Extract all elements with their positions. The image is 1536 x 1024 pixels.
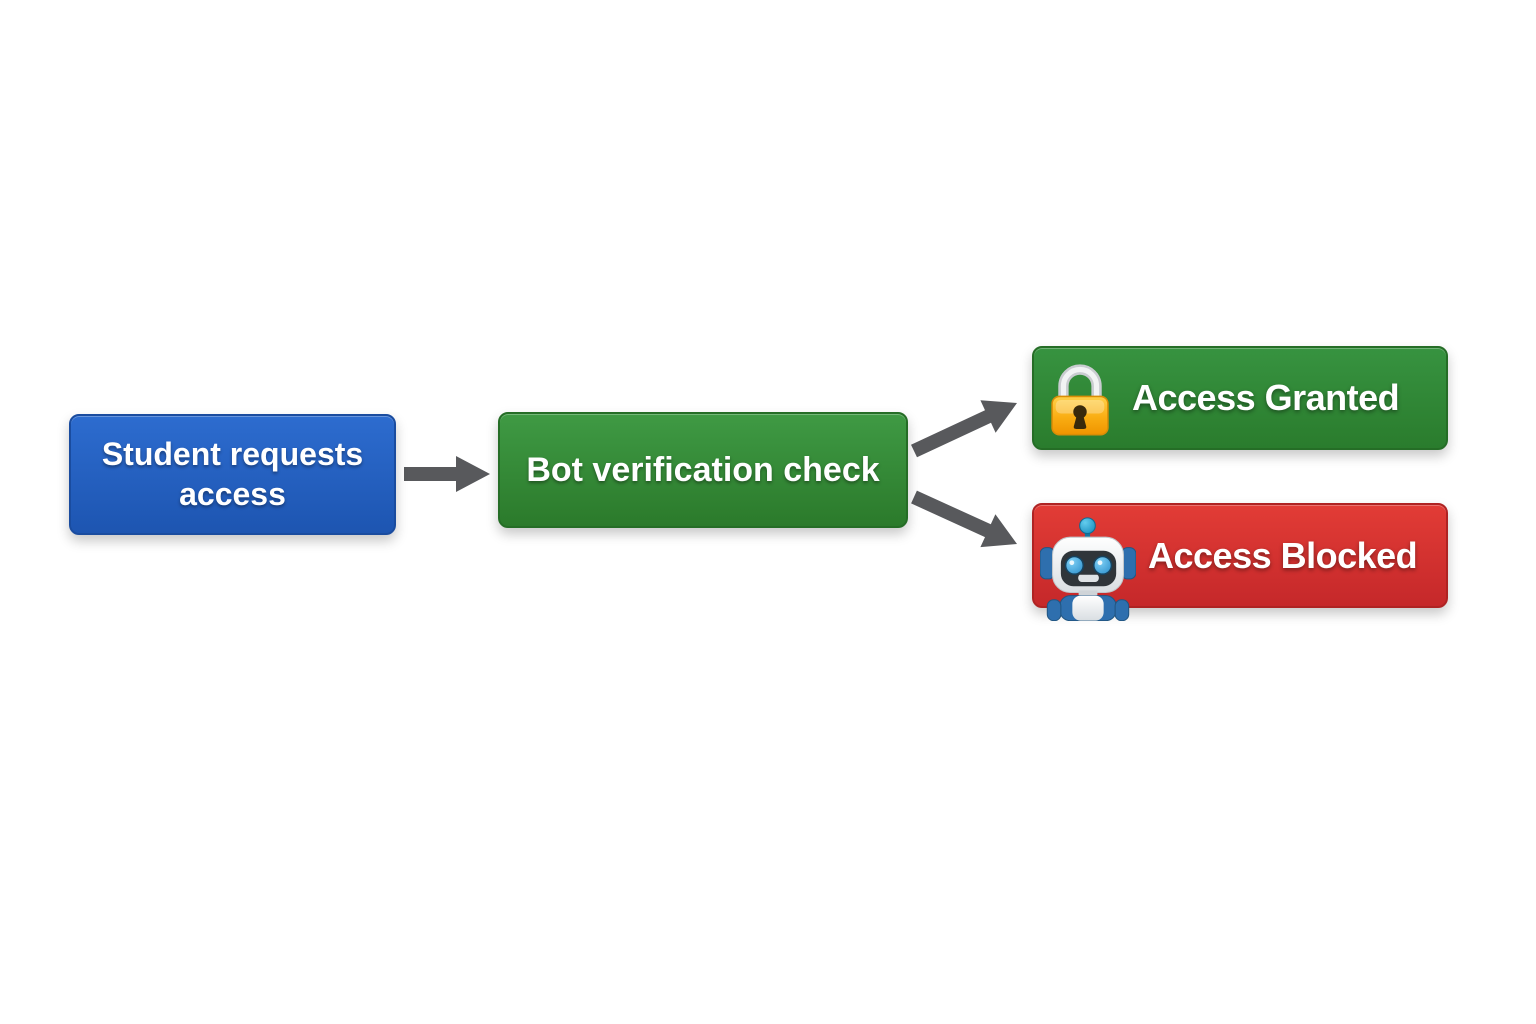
node-access-blocked: Access Blocked xyxy=(1032,503,1448,622)
node-access-granted: Access Granted xyxy=(1032,346,1448,450)
node-label: Bot verification check xyxy=(526,450,880,489)
node-label: Access Granted xyxy=(1132,377,1400,418)
robot-icon xyxy=(1039,517,1137,622)
node-student-requests-access: Student requests access xyxy=(69,414,396,535)
node-label: Student requests access xyxy=(101,435,364,512)
node-label: Access Blocked xyxy=(1148,534,1418,576)
arrow-check-to-granted xyxy=(911,400,1017,458)
lock-icon xyxy=(1050,362,1110,436)
node-bot-verification-check: Bot verification check xyxy=(498,412,908,528)
arrow-start-to-check xyxy=(404,456,490,492)
arrow-check-to-blocked xyxy=(911,490,1017,548)
